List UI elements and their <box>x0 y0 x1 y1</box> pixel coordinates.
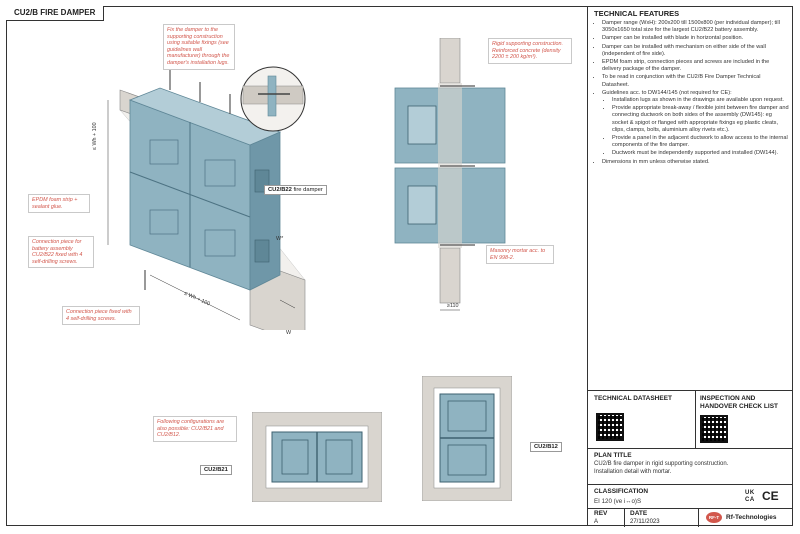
classification-section: CLASSIFICATION EI 120 (ve i↔o)S UK CA CE <box>588 484 793 508</box>
section-view <box>394 38 506 311</box>
technical-features-list: Damper range (WxH): 200x200 till 1500x80… <box>588 20 793 166</box>
isometric-damper-drawing <box>107 70 306 330</box>
tag-cu2b22-label: CU2/B22 <box>268 187 292 193</box>
plan-title-section: PLAN TITLE CU2/B fire damper in rigid su… <box>588 448 793 484</box>
info-panel: TECHNICAL FEATURES Damper range (WxH): 2… <box>587 6 793 527</box>
feature-sub-item: Ductwork must be independently supported… <box>612 150 789 157</box>
callout-epdm-strip: EPDM foam strip + sealant glue. <box>28 194 90 214</box>
datasheet-heading: TECHNICAL DATASHEET <box>594 395 672 402</box>
tag-cu2b12: CU2/B12 <box>530 442 562 452</box>
date-heading: DATE <box>630 510 648 517</box>
callout-rigid-support: Rigid supporting construction. Reinforce… <box>488 38 572 64</box>
tag-cu2b21: CU2/B21 <box>200 465 232 475</box>
tag-cu2b12-label: CU2/B12 <box>534 444 558 450</box>
revision-section: REV A DATE 27/11/2023 RF-T Rf-Technologi… <box>588 508 793 527</box>
technical-features-heading: TECHNICAL FEATURES <box>594 9 680 18</box>
feature-item: Guidelines acc. to DW144/145 (not requir… <box>602 90 789 158</box>
plan-title-text: CU2/B fire damper in rigid supporting co… <box>594 461 729 475</box>
dim-height: ≤ Wh + 100 <box>92 122 98 150</box>
datasheet-qr-code[interactable] <box>596 413 624 441</box>
dim-wall-thickness: ≥110 <box>447 303 459 309</box>
rev-value: A <box>594 519 599 525</box>
cu2b21-view <box>252 412 382 502</box>
callout-masonry-mortar: Masonry mortar acc. to EN 998-2. <box>486 245 554 265</box>
date-value: 27/11/2023 <box>630 519 660 525</box>
divider <box>698 509 699 527</box>
inspection-heading: INSPECTION AND HANDOVER CHECK LIST <box>700 395 779 410</box>
divider <box>695 391 696 449</box>
plan-title-heading: PLAN TITLE <box>594 452 632 459</box>
feature-sub-item: Provide appropriate break-away / flexibl… <box>612 105 789 134</box>
feature-item-text: Guidelines acc. to DW144/145 (not requir… <box>602 89 732 96</box>
callout-connection-fixed: Connection piece fixed with 4 self-drill… <box>62 306 140 326</box>
dim-w: W <box>286 330 292 336</box>
callout-configurations: Following configurations are also possib… <box>153 416 237 442</box>
tag-cu2b22: CU2/B22 fire damper <box>264 185 327 195</box>
qr-section: TECHNICAL DATASHEET INSPECTION AND HANDO… <box>588 390 793 449</box>
inspection-qr-code[interactable] <box>700 415 728 443</box>
sheet-title: CU2/B FIRE DAMPER <box>6 6 105 21</box>
detail-magnifier <box>240 66 306 132</box>
rev-heading: REV <box>594 510 608 517</box>
company-name: Rf-Technologies <box>726 514 777 521</box>
ce-mark: CE <box>762 489 779 503</box>
cu2b12-view <box>422 376 512 501</box>
feature-item: Damper can be installed with mechanism o… <box>602 44 789 58</box>
feature-item: Damper can be installed with blade in ho… <box>602 35 789 42</box>
dim-angle: W* <box>276 236 284 242</box>
feature-item: To be read in conjunction with the CU2/B… <box>602 74 789 88</box>
feature-item: Dimensions in mm unless otherwise stated… <box>602 159 789 166</box>
classification-heading: CLASSIFICATION <box>594 488 649 495</box>
feature-item: Damper range (WxH): 200x200 till 1500x80… <box>602 20 789 34</box>
divider <box>624 509 625 527</box>
ukca-mark: UK CA <box>745 490 755 503</box>
feature-sub-item: Installation lugs as shown in the drawin… <box>612 97 789 104</box>
feature-item: EPDM foam strip, connection pieces and s… <box>602 59 789 73</box>
feature-sub-item: Provide a panel in the adjacent ductwork… <box>612 135 789 149</box>
classification-value: EI 120 (ve i↔o)S <box>594 498 642 505</box>
company-logo: RF-T <box>706 512 722 523</box>
tag-cu2b21-label: CU2/B21 <box>204 467 228 473</box>
callout-fix-damper: Fix the damper to the supporting constru… <box>163 24 235 70</box>
callout-connection-battery: Connection piece for battery assembly CU… <box>28 236 94 269</box>
feature-sub-list: Installation lugs as shown in the drawin… <box>602 97 789 158</box>
tag-cu2b22-suffix: fire damper <box>293 187 323 193</box>
